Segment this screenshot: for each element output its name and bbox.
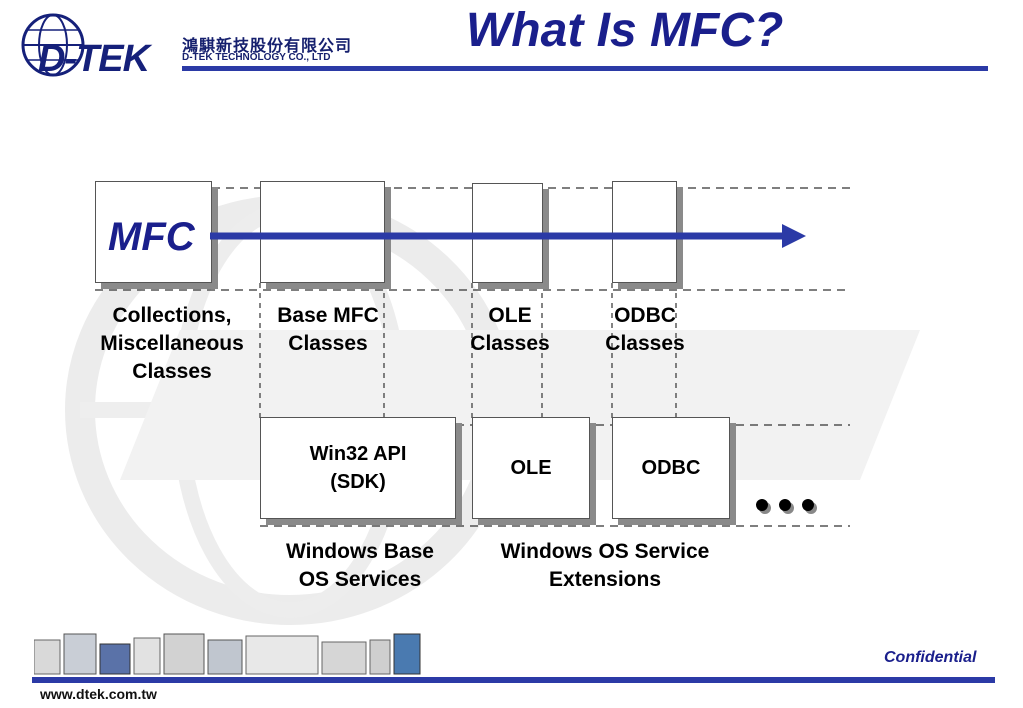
header-rule <box>182 66 988 71</box>
mfc-box <box>95 181 212 283</box>
win32-api-label: Win32 API (SDK) <box>309 443 407 493</box>
ellipsis-dot <box>779 499 791 511</box>
machines-illustration-icon <box>34 633 421 675</box>
base-mfc-box <box>260 181 385 283</box>
globe-logo-icon <box>21 13 85 77</box>
logo-wordmark: D-TEK <box>38 38 150 80</box>
ellipsis-dot <box>756 499 768 511</box>
odbc-classes-box <box>612 181 677 283</box>
windows-ext-label: Windows OS Service Extensions <box>500 540 710 591</box>
page-title: What Is MFC? <box>466 4 784 57</box>
ellipsis-dot <box>802 499 814 511</box>
company-name-cn: 鴻騏新技股份有限公司 <box>182 38 353 55</box>
footer-rule <box>32 677 995 683</box>
ole-classes-label: OLE Classes <box>470 304 550 355</box>
collections-label: Collections, Miscellaneous Classes <box>100 304 244 383</box>
odbc-classes-label: ODBC Classes <box>605 304 685 355</box>
odbc-box: ODBC <box>612 417 730 519</box>
ole-label: OLE <box>510 457 552 479</box>
odbc-label: ODBC <box>641 457 701 479</box>
base-mfc-label: Base MFC Classes <box>277 304 379 355</box>
mfc-label: MFC <box>108 215 195 259</box>
company-name-en: D-TEK TECHNOLOGY CO., LTD <box>182 52 331 63</box>
ole-box: OLE <box>472 417 590 519</box>
website-url: www.dtek.com.tw <box>40 686 157 702</box>
win32-api-box: Win32 API (SDK) <box>260 417 456 519</box>
confidential-label: Confidential <box>884 649 977 666</box>
windows-base-label: Windows Base OS Services <box>285 540 434 591</box>
